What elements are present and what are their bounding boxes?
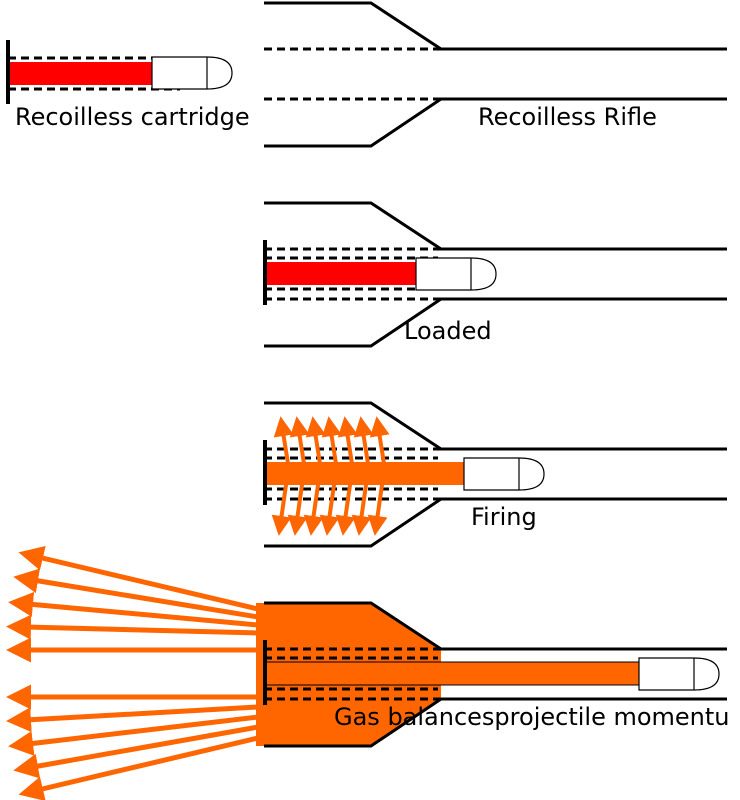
firing-diagram: Firing (263, 401, 727, 548)
pressure-arrow-up (353, 416, 374, 471)
pressure-arrow-up (273, 416, 294, 471)
vent-arrow (8, 714, 259, 756)
pressure-arrow-up (337, 416, 358, 471)
pressure-arrow-down (351, 477, 372, 536)
projectile (415, 257, 497, 291)
vent-arrow (6, 704, 259, 733)
chamber-wall-bottom (264, 697, 727, 748)
rear-venting-arrows (6, 545, 259, 800)
pressure-arrow-down (287, 477, 308, 536)
propellant-charge (265, 262, 417, 285)
vent-arrow (13, 568, 259, 620)
vent-arrow (13, 724, 259, 779)
pressure-arrow-down (271, 477, 292, 536)
chamber-wall-bottom (264, 497, 727, 548)
pressure-arrow-up (289, 416, 310, 471)
cartridge-diagram: Recoilless cartridge (6, 40, 250, 131)
balance-diagram: Gas balancesprojectile momentu (6, 545, 730, 800)
projectile (638, 657, 720, 691)
chamber-wall-top (264, 1, 727, 51)
chamber-wall-bottom (264, 297, 727, 348)
chamber-wall-top (264, 201, 727, 251)
chamber-wall-top (264, 601, 727, 651)
gas-pressure-arrows (271, 416, 390, 536)
firing-label: Firing (471, 503, 537, 531)
expanding-gas-column (264, 661, 641, 686)
vent-arrow (8, 592, 259, 628)
pressure-arrow-up (369, 416, 390, 471)
pressure-arrow-down (319, 477, 340, 536)
vent-arrow (18, 735, 259, 800)
vent-arrow (18, 545, 259, 612)
rifle-label: Recoilless Rifle (478, 103, 657, 131)
balance-label: Gas balancesprojectile momentu (334, 703, 730, 731)
pressure-arrow-down (335, 477, 356, 536)
chamber-wall-bottom (264, 97, 727, 148)
projectile (463, 457, 545, 491)
loaded-diagram: Loaded (263, 201, 727, 348)
vent-arrow (6, 614, 259, 640)
burning-propellant (265, 462, 465, 485)
chamber-wall-top (264, 401, 727, 451)
cartridge-label: Recoilless cartridge (15, 103, 250, 131)
pressure-arrow-up (305, 416, 326, 471)
pressure-arrow-up (321, 416, 342, 471)
projectile (151, 56, 233, 90)
propellant-charge (8, 62, 152, 85)
pressure-arrow-down (367, 477, 388, 536)
pressure-arrow-down (303, 477, 324, 536)
loaded-label: Loaded (404, 317, 492, 345)
rifle-diagram: Recoilless Rifle (264, 1, 727, 148)
